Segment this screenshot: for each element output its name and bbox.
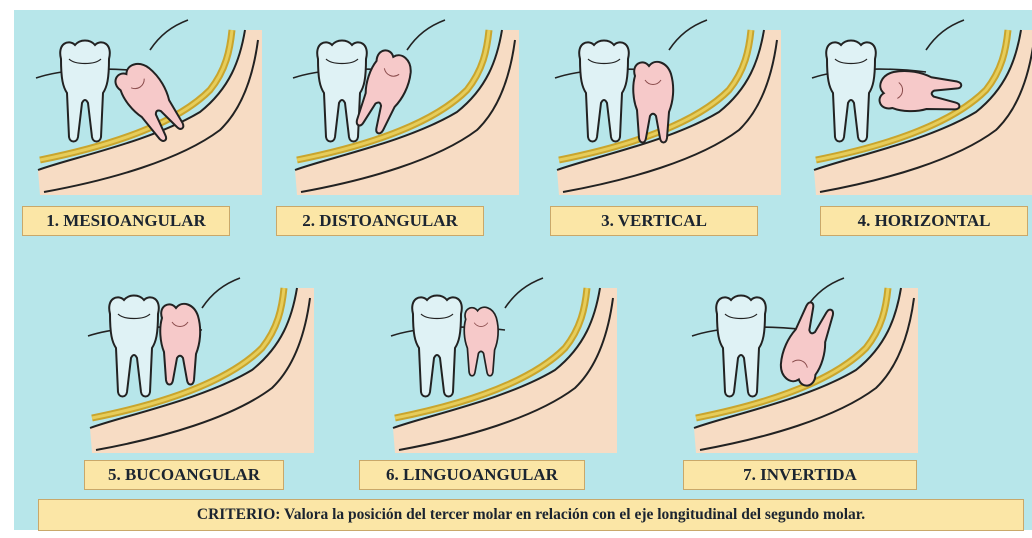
second-molar-5: [109, 296, 159, 397]
panel-1-label: 1. MESIOANGULAR: [22, 206, 230, 236]
second-molar-7: [716, 296, 766, 397]
panel-4-illustration: [812, 20, 1032, 195]
panel-2-illustration: [293, 20, 519, 195]
third-molar-3: [633, 62, 673, 143]
panel-5-illustration: [88, 278, 314, 453]
second-molar-3: [579, 41, 629, 142]
second-molar-1: [60, 41, 110, 142]
panel-7-label: 7. INVERTIDA: [683, 460, 917, 490]
panel-7-illustration: [692, 278, 918, 453]
second-molar-4: [826, 41, 876, 142]
third-molar-4: [878, 69, 962, 116]
panel-3-label: 3. VERTICAL: [550, 206, 758, 236]
third-molar-6: [464, 307, 498, 376]
second-molar-6: [412, 296, 462, 397]
panel-6-illustration: [391, 278, 617, 453]
panel-4-label: 4. HORIZONTAL: [820, 206, 1028, 236]
panel-2-label: 2. DISTOANGULAR: [276, 206, 484, 236]
criteria-note: CRITERIO: Valora la posición del tercer …: [38, 499, 1024, 531]
third-molar-5: [160, 304, 200, 385]
panel-6-label: 6. LINGUOANGULAR: [359, 460, 585, 490]
panel-5-label: 5. BUCOANGULAR: [84, 460, 284, 490]
panel-1-illustration: [36, 20, 262, 195]
panel-3-illustration: [555, 20, 781, 195]
